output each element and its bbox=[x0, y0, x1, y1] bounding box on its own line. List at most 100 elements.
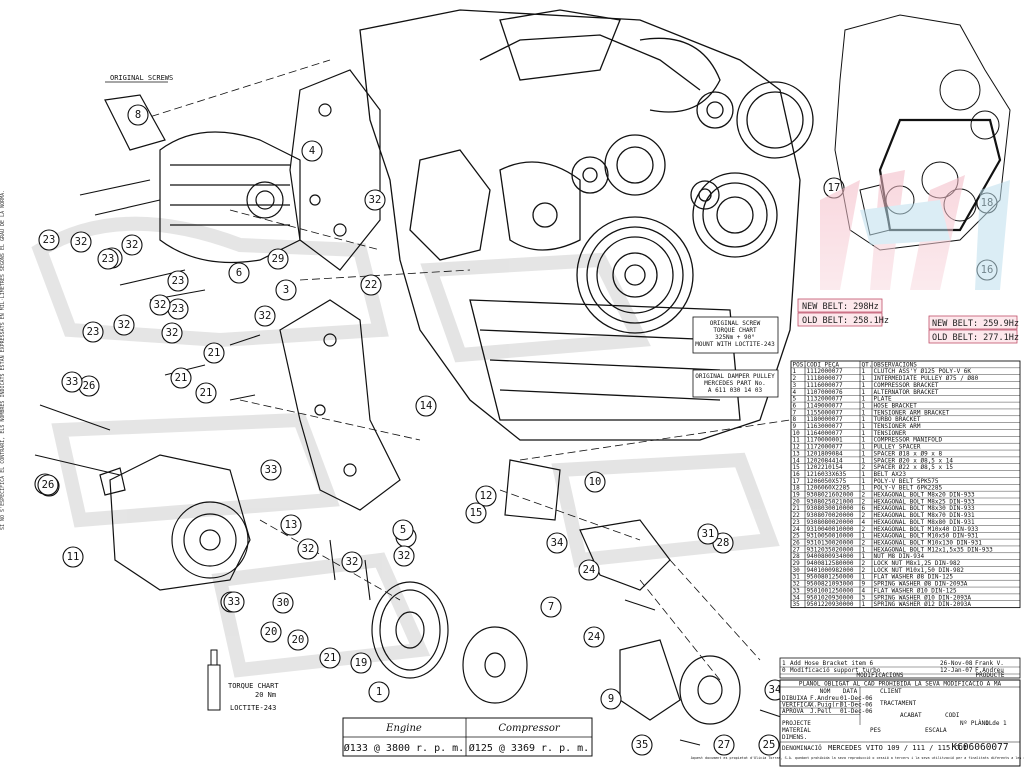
parts-cell: 9308080020000 bbox=[807, 519, 854, 526]
parts-cell: 27 bbox=[793, 546, 801, 553]
signoff-role: VERIFICA bbox=[782, 702, 811, 709]
callout-32: 32 bbox=[149, 294, 171, 316]
callout-21: 21 bbox=[319, 647, 341, 669]
parts-cell: 20 bbox=[793, 498, 801, 505]
parts-cell: 9 bbox=[862, 581, 866, 588]
parts-cell: 31 bbox=[793, 574, 801, 581]
parts-cell: 2 bbox=[862, 567, 866, 574]
parts-cell: SPRING WASHER Ø8 DIN-2093A bbox=[874, 581, 968, 588]
callout-number: 32 bbox=[118, 319, 131, 331]
projecte-label: PROJECTE bbox=[782, 720, 811, 727]
parts-cell: FLAT WASHER Ø8 DIN-125 bbox=[874, 574, 954, 581]
parts-cell: 2 bbox=[862, 539, 866, 546]
parts-cell: 35 bbox=[793, 601, 801, 608]
callout-number: 7 bbox=[548, 601, 554, 613]
callout-number: 10 bbox=[589, 476, 602, 488]
belt-highlight bbox=[820, 170, 1010, 290]
parts-cell: 9310040010000 bbox=[807, 526, 854, 533]
revision-index: 1 bbox=[782, 660, 786, 667]
screw-note-line-1: ORIGINAL SCREW bbox=[710, 320, 761, 327]
screw-note-line-3: 325Nm + 90° bbox=[715, 334, 755, 341]
callout-21: 21 bbox=[195, 382, 217, 404]
parts-cell: 1 bbox=[862, 601, 866, 608]
belt-frequency-right: NEW BELT: 259.9Hz OLD BELT: 277.1Hz bbox=[928, 315, 1019, 344]
callout-number: 32 bbox=[166, 327, 179, 339]
parts-cell: COMPRESSOR BRACKET bbox=[874, 382, 939, 389]
callout-number: 26 bbox=[83, 380, 96, 392]
ownership-footer: Aquest document es propietat d'Ulicia To… bbox=[691, 756, 1024, 760]
callout-20: 20 bbox=[287, 629, 309, 651]
damper-note-line-2: MERCEDES PART No. bbox=[704, 380, 765, 387]
callout-23: 23 bbox=[38, 229, 60, 251]
callout-number: 23 bbox=[172, 303, 185, 315]
parts-cell: 1164000077 bbox=[807, 430, 844, 437]
callout-13: 13 bbox=[280, 514, 302, 536]
parts-cell: HEXAGONAL BOLT M10x50 DIN-931 bbox=[874, 533, 979, 540]
parts-cell: 11 bbox=[793, 437, 801, 444]
parts-header-2: QT. bbox=[862, 361, 873, 368]
parts-cell: 18 bbox=[793, 485, 801, 492]
callout-25: 25 bbox=[758, 734, 780, 756]
callout-32: 32 bbox=[121, 234, 143, 256]
alternator bbox=[104, 94, 301, 264]
callout-26: 26 bbox=[78, 375, 100, 397]
parts-cell: HEXAGONAL BOLT M8x80 DIN-931 bbox=[874, 519, 976, 526]
callout-number: 23 bbox=[87, 326, 100, 338]
signoff-date: 01-Dec-06 bbox=[840, 708, 873, 715]
parts-cell: 1 bbox=[862, 409, 866, 416]
parts-cell: SPACER Ø22 x Ø8,5 x 15 bbox=[874, 464, 954, 471]
parts-cell: 9401000982000 bbox=[807, 567, 854, 574]
revision-date: 26-Nov-08 bbox=[940, 660, 973, 667]
revision-index: 0 bbox=[782, 667, 786, 674]
parts-cell: 1 bbox=[862, 382, 866, 389]
callout-number: 21 bbox=[324, 652, 337, 664]
callout-23: 23 bbox=[97, 248, 119, 270]
callout-number: 15 bbox=[470, 507, 483, 519]
callout-9: 9 bbox=[600, 688, 622, 710]
callout-number: 22 bbox=[365, 279, 378, 291]
parts-cell: 1202210154 bbox=[807, 464, 844, 471]
parts-cell: 22 bbox=[793, 512, 801, 519]
new-belt-right: NEW BELT: 259.9Hz bbox=[932, 319, 1019, 329]
data-header: DATA bbox=[843, 688, 858, 695]
callout-20: 20 bbox=[260, 621, 282, 643]
compressor-bracket bbox=[279, 299, 401, 511]
callout-number: 23 bbox=[102, 253, 115, 265]
callout-number: 33 bbox=[265, 464, 278, 476]
damper-note-line-3: A 611 030 14 03 bbox=[708, 387, 763, 394]
parts-cell: 9308070020000 bbox=[807, 512, 854, 519]
parts-cell: 34 bbox=[793, 594, 801, 601]
parts-cell: HEXAGONAL BOLT M8x70 DIN-931 bbox=[874, 512, 976, 519]
parts-cell: 1202084414 bbox=[807, 457, 844, 464]
old-belt-right: OLD BELT: 277.1Hz bbox=[932, 333, 1019, 343]
parts-cell: 21 bbox=[793, 505, 801, 512]
callout-24: 24 bbox=[578, 559, 600, 581]
parts-cell: POLY-V BELT 6PK2285 bbox=[874, 485, 943, 492]
parts-cell: POLY-V BELT 5PK575 bbox=[874, 478, 939, 485]
parts-cell: 2 bbox=[862, 498, 866, 505]
parts-cell: 1206060X2285 bbox=[807, 485, 851, 492]
callout-number: 33 bbox=[66, 376, 79, 388]
speed-header-engine: Engine bbox=[385, 723, 422, 734]
pulley-clutch bbox=[371, 581, 528, 704]
callout-number: 32 bbox=[369, 194, 382, 206]
parts-cell: 1201809084 bbox=[807, 450, 844, 457]
callout-number: 23 bbox=[43, 234, 56, 246]
parts-cell: 1 bbox=[862, 574, 866, 581]
parts-cell: 1 bbox=[862, 389, 866, 396]
callout-number: 35 bbox=[636, 739, 649, 751]
label-torque-chart: TORQUE CHART bbox=[228, 682, 279, 690]
parts-cell: 4 bbox=[793, 389, 797, 396]
tensioner bbox=[504, 459, 741, 725]
